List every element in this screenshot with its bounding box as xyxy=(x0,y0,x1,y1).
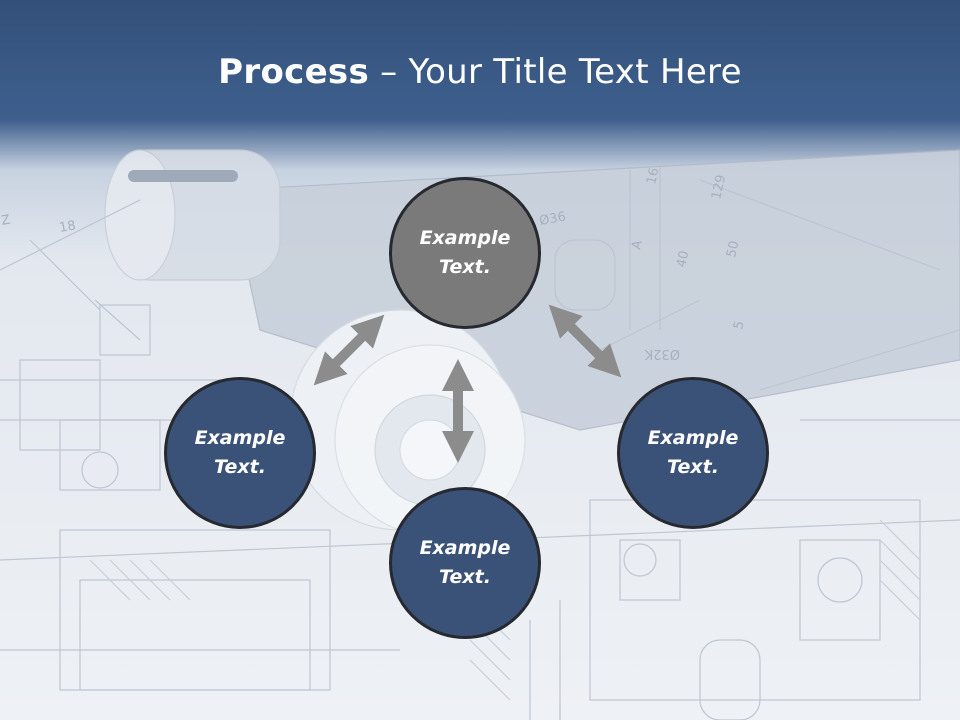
bg-label-32k: Ø32K xyxy=(644,346,680,361)
process-node-bottom: Example Text. xyxy=(389,487,541,639)
bg-label-16: 16 xyxy=(644,167,662,186)
node-label-left: Example Text. xyxy=(194,427,286,478)
node-label-bottom: Example Text. xyxy=(419,537,511,588)
bg-label-a: A xyxy=(629,239,646,251)
title-rest: – Your Title Text Here xyxy=(369,52,742,92)
bg-label-5: 5 xyxy=(731,320,747,331)
bg-label-z: Z xyxy=(0,213,11,229)
bg-label-18: 18 xyxy=(58,218,77,236)
bg-label-40: 40 xyxy=(674,250,692,269)
bg-label-50: 50 xyxy=(724,240,742,259)
slide-title: Process – Your Title Text Here xyxy=(0,52,960,92)
node-label-right: Example Text. xyxy=(647,427,739,478)
process-node-top: Example Text. xyxy=(389,177,541,329)
process-node-left: Example Text. xyxy=(164,377,316,529)
bg-label-36: Ø36 xyxy=(538,210,567,229)
node-label-top: Example Text. xyxy=(419,227,511,278)
title-bold: Process xyxy=(218,52,370,92)
process-node-right: Example Text. xyxy=(617,377,769,529)
bg-label-129: 129 xyxy=(709,173,729,200)
